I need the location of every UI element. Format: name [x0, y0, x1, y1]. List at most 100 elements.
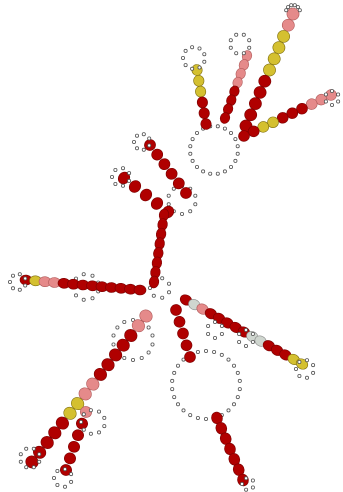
unpaired-nucleotide: [24, 446, 29, 451]
hairpin-14: [237, 327, 255, 348]
unpaired-nucleotide: [237, 378, 242, 383]
large-internal-loop: [170, 348, 242, 421]
unpaired-nucleotide: [111, 333, 116, 338]
unpaired-nucleotide: [150, 342, 155, 347]
helix-10: [170, 304, 196, 363]
unpaired-nucleotide: [55, 482, 60, 487]
unpaired-nucleotide: [166, 193, 171, 198]
unpaired-nucleotide: [235, 395, 240, 400]
unpaired-nucleotide: [243, 327, 248, 332]
hairpin-9: [18, 446, 42, 470]
unpaired-nucleotide: [188, 151, 193, 156]
unpaired-nucleotide: [81, 427, 86, 432]
unpaired-nucleotide: [235, 370, 240, 375]
unpaired-nucleotide: [206, 331, 211, 336]
unpaired-nucleotide: [329, 89, 334, 94]
unpaired-nucleotide: [241, 32, 246, 37]
unpaired-nucleotide: [336, 99, 341, 104]
unpaired-nucleotide: [81, 272, 86, 277]
unpaired-nucleotide: [31, 446, 36, 451]
unpaired-nucleotide: [233, 137, 238, 142]
unpaired-nucleotide: [166, 290, 171, 295]
base-pair: [131, 319, 145, 333]
unpaired-nucleotide: [146, 350, 151, 355]
multiloop-upper: [188, 124, 240, 176]
unpaired-nucleotide: [147, 136, 152, 141]
unpaired-nucleotide: [295, 5, 300, 10]
unpaired-nucleotide: [241, 51, 246, 56]
unpaired-nucleotide: [79, 419, 84, 424]
unpaired-nucleotide: [250, 331, 255, 336]
unpaired-nucleotide: [69, 472, 74, 477]
helix-layer: [19, 7, 337, 487]
unpaired-nucleotide: [52, 475, 57, 480]
unpaired-nucleotide: [147, 143, 152, 148]
unpaired-nucleotide: [115, 325, 120, 330]
hairpin-12: [239, 476, 255, 492]
unpaired-nucleotide: [127, 178, 132, 183]
base-pair: [64, 452, 76, 465]
unpaired-nucleotide: [244, 487, 249, 492]
hairpin-2: [228, 32, 252, 56]
unpaired-nucleotide: [121, 183, 126, 188]
unpaired-nucleotide: [81, 297, 86, 302]
unpaired-nucleotide: [235, 144, 240, 149]
unpaired-nucleotide: [172, 395, 177, 400]
hairpin-4: [323, 89, 341, 108]
helix-4: [238, 89, 337, 142]
unpaired-nucleotide: [181, 408, 186, 413]
unpaired-nucleotide: [175, 402, 180, 407]
unpaired-nucleotide: [201, 169, 206, 174]
unpaired-nucleotide: [311, 370, 316, 375]
unpaired-nucleotide: [297, 359, 302, 364]
unpaired-nucleotide: [219, 323, 224, 328]
base-pair: [238, 130, 250, 142]
unpaired-nucleotide: [190, 66, 195, 71]
unpaired-nucleotide: [97, 409, 102, 414]
unpaired-nucleotide: [212, 349, 217, 354]
base-pair: [25, 455, 39, 469]
unpaired-nucleotide: [88, 408, 93, 413]
unpaired-nucleotide: [190, 137, 195, 142]
helix-7: [148, 208, 170, 289]
unpaired-nucleotide: [179, 211, 184, 216]
unpaired-nucleotide: [134, 133, 139, 138]
base-pair: [151, 148, 164, 161]
unpaired-nucleotide: [226, 408, 231, 413]
unpaired-nucleotide: [190, 45, 195, 50]
base-pair: [148, 275, 160, 289]
unpaired-nucleotide: [235, 151, 240, 156]
unpaired-nucleotide: [329, 103, 334, 108]
unpaired-nucleotide: [166, 281, 171, 286]
unpaired-nucleotide: [237, 339, 242, 344]
unpaired-nucleotide: [208, 171, 213, 176]
base-pair: [109, 348, 123, 362]
base-pair: [173, 315, 186, 328]
base-pair: [172, 177, 185, 190]
helix-2: [219, 50, 253, 124]
base-pair: [198, 107, 210, 119]
unpaired-nucleotide: [131, 139, 136, 144]
unpaired-nucleotide: [111, 342, 116, 347]
unpaired-nucleotide: [226, 357, 231, 362]
unpaired-nucleotide: [113, 167, 118, 172]
unpaired-nucleotide: [146, 325, 151, 330]
helix-11: [25, 309, 153, 469]
base-pair: [139, 309, 153, 323]
unpaired-nucleotide: [23, 283, 28, 288]
base-pair: [48, 426, 62, 440]
base-pair: [150, 197, 164, 210]
unpaired-nucleotide: [102, 424, 107, 429]
unpaired-nucleotide: [228, 164, 233, 169]
unpaired-nucleotide: [203, 416, 208, 421]
base-pair: [78, 387, 92, 401]
unpaired-nucleotide: [222, 126, 227, 131]
unpaired-nucleotide: [304, 375, 309, 380]
base-pair: [68, 440, 80, 453]
base-pair: [63, 406, 77, 420]
unpaired-nucleotide: [55, 468, 60, 473]
unpaired-nucleotide: [17, 272, 22, 277]
unpaired-nucleotide: [222, 169, 227, 174]
unpaired-nucleotide: [122, 355, 127, 360]
base-pair: [158, 158, 171, 171]
